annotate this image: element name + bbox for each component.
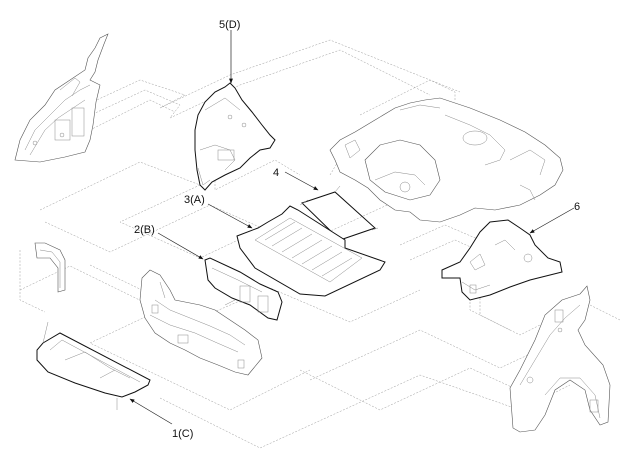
callout-2: 2(B) (134, 224, 204, 260)
callout-1-leader (129, 398, 173, 425)
callout-1: 1(C) (129, 398, 193, 440)
rear-floor-pan-assembly (329, 97, 564, 223)
part-6-luggage-side-trim-right (441, 219, 563, 301)
callout-6: 6 (529, 201, 580, 234)
part-1-rear-package-tray (36, 321, 151, 410)
callout-6-leader (529, 207, 575, 234)
callout-3-leader (207, 203, 253, 229)
part-2-rear-transverse-trim (204, 257, 283, 321)
callout-5-label: 5(D) (219, 19, 240, 31)
callout-4: 4 (273, 167, 319, 191)
part-5-luggage-side-trim-left (194, 82, 276, 191)
callout-6-label: 6 (574, 201, 580, 213)
callout-3: 3(A) (184, 194, 253, 229)
callout-5: 5(D) (219, 19, 240, 84)
left-quarter-inner-panel (14, 33, 109, 163)
right-quarter-inner-panel (509, 285, 611, 433)
callout-2-leader (157, 232, 204, 260)
callout-1-label: 1(C) (172, 428, 193, 440)
callout-4-label: 4 (273, 167, 279, 179)
part-3-luggage-floor-covering (236, 205, 386, 297)
callout-4-leader (284, 171, 319, 191)
part-4-luggage-net-partition (299, 185, 379, 245)
callout-2-label: 2(B) (134, 224, 155, 236)
left-side-partial-panel (34, 242, 66, 293)
rear-panel (139, 269, 263, 376)
callout-3-label: 3(A) (184, 194, 205, 206)
